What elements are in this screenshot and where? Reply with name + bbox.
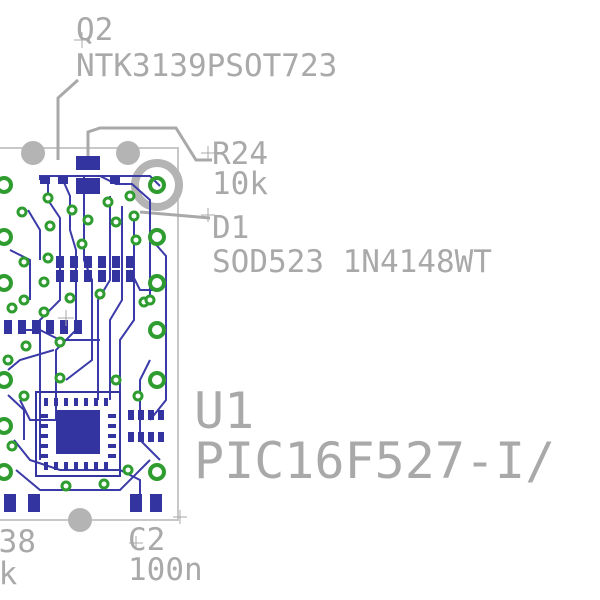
mounting-hole [116, 141, 140, 165]
c2-pad [150, 494, 162, 512]
q2-value: NTK3139PSOT723 [76, 48, 337, 84]
smd-pads [4, 156, 162, 512]
leader-r24 [86, 126, 212, 162]
r38-pad [4, 494, 16, 512]
vias [2, 190, 156, 492]
r38-pad [28, 494, 40, 512]
u1-thermal-pad [56, 410, 100, 454]
r24-value: 10k [212, 166, 268, 202]
mounting-hole [21, 141, 45, 165]
r38-ref: R38 [0, 524, 36, 560]
leader-lines [56, 78, 212, 220]
mounting-hole [131, 159, 183, 211]
c2-value: 100n [128, 552, 203, 588]
u1-footprint [35, 391, 164, 477]
mounting-hole [68, 508, 92, 532]
through-hole-pads [0, 176, 166, 481]
leader-d1 [139, 210, 211, 220]
u1-ref: U1 [194, 382, 254, 440]
d1-ref: D1 [212, 210, 249, 246]
origin-markers [58, 32, 215, 550]
q2-footprint [76, 156, 100, 170]
c2-ref: C2 [128, 522, 165, 558]
r24-ref: R24 [212, 136, 268, 172]
u1-value: PIC16F527-I/ [194, 432, 555, 490]
c2-pad [130, 494, 142, 512]
mounting-holes [21, 141, 183, 532]
leader-q2 [56, 78, 80, 160]
q2-ref: Q2 [76, 12, 113, 48]
r38-value: 1k [0, 556, 18, 592]
d1-value: SOD523 1N4148WT [212, 244, 492, 280]
